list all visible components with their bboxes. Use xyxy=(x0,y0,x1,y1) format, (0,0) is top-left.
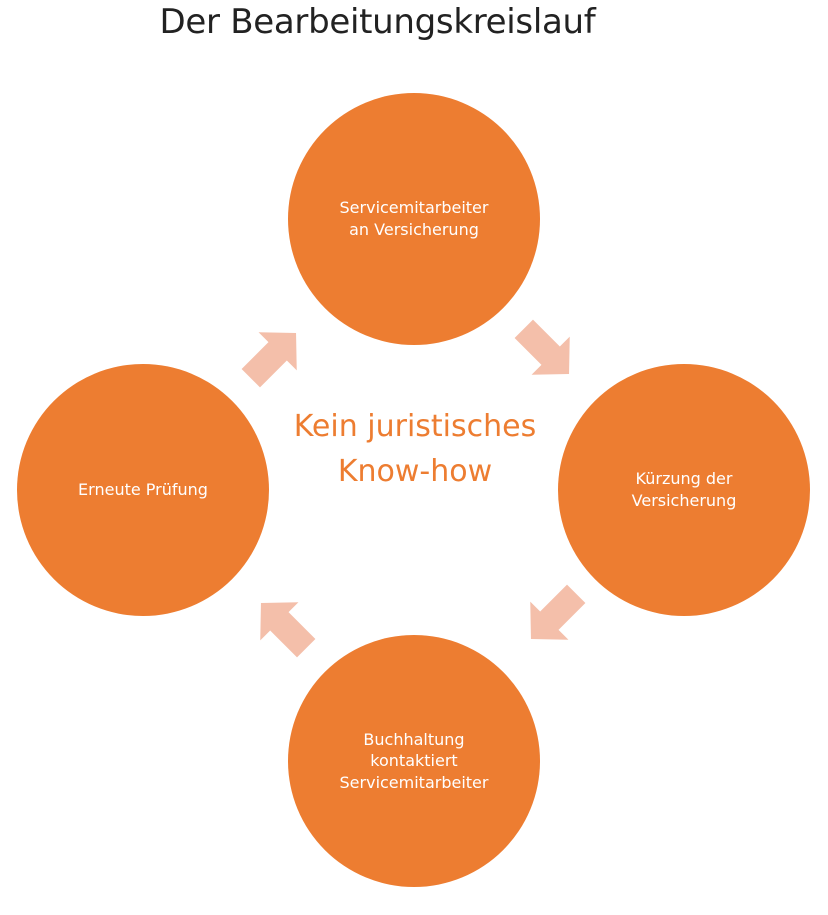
node-label-line: Buchhaltung xyxy=(363,729,465,749)
node-kuerzung: Kürzung der Versicherung xyxy=(558,364,810,616)
center-label-line: Know-how xyxy=(337,454,493,489)
node-label-line: Erneute Prüfung xyxy=(78,480,208,500)
node-label-line: kontaktiert xyxy=(370,751,458,771)
center-label-line: Kein juristisches xyxy=(293,409,537,444)
node-erneute-pruefung: Erneute Prüfung xyxy=(17,364,269,616)
node-buchhaltung: Buchhaltung kontaktiert Servicemitarbeit… xyxy=(288,635,540,887)
page-title: Der Bearbeitungskreislauf xyxy=(159,2,596,42)
arrow-top-left xyxy=(241,332,297,388)
node-servicemitarbeiter: Servicemitarbeiter an Versicherung xyxy=(288,93,540,345)
center-label: Kein juristisches Know-how xyxy=(265,404,565,494)
node-label-line: Servicemitarbeiter xyxy=(339,772,489,792)
arrow-bottom-left xyxy=(260,602,316,658)
node-label-line: an Versicherung xyxy=(349,220,479,239)
node-label-line: Kürzung der xyxy=(635,469,733,489)
node-label-line: Versicherung xyxy=(631,491,737,510)
arrow-top-right xyxy=(514,319,570,375)
arrow-bottom-right xyxy=(530,584,586,640)
node-label-line: Servicemitarbeiter xyxy=(339,198,489,218)
